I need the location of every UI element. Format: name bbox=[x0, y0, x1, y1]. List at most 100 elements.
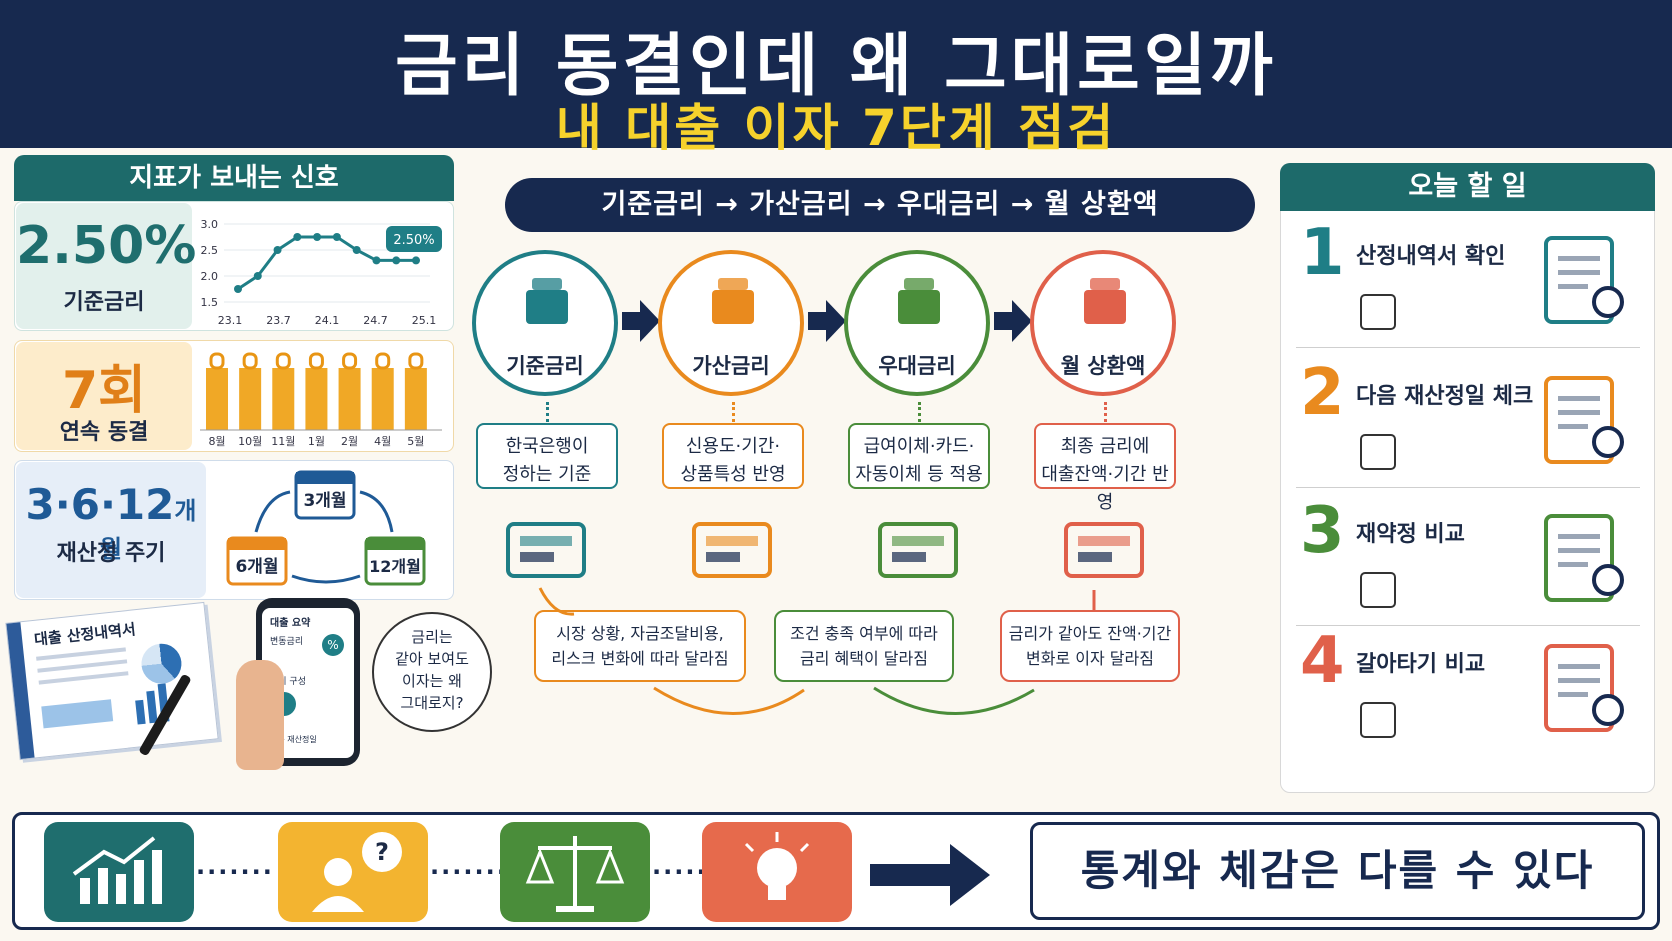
base-rate-value: 2.50% bbox=[16, 216, 197, 276]
speech-bubble bbox=[372, 612, 492, 732]
phone-row-2: 변동금리 bbox=[270, 637, 304, 647]
freeze-bar bbox=[404, 368, 427, 430]
cycle-card bbox=[16, 462, 206, 598]
award-badge-icon bbox=[896, 276, 942, 326]
base-rate-badge: 2.50% bbox=[393, 233, 434, 248]
todo-heading: 오늘 할 일 bbox=[1280, 163, 1655, 211]
freeze-month-label: 5월 bbox=[407, 435, 424, 448]
phone-row-1: 대출 요약 bbox=[270, 618, 311, 629]
lock-icon bbox=[375, 352, 391, 370]
flow-circle-label: 월 상환액 bbox=[1060, 354, 1146, 378]
todo-checkbox[interactable] bbox=[1360, 572, 1396, 608]
base-rate-point bbox=[392, 256, 401, 265]
base-rate-point bbox=[372, 256, 381, 265]
freeze-bar bbox=[272, 368, 295, 430]
todo-checkbox[interactable] bbox=[1360, 434, 1396, 470]
todo-number-1: 1 bbox=[1300, 216, 1345, 290]
cycle-arrow-1 bbox=[254, 490, 291, 533]
x-tick-label: 23.1 bbox=[218, 314, 243, 327]
flow-circle-3: 우대금리 bbox=[844, 250, 990, 396]
cal-12-label: 12개월 bbox=[369, 557, 421, 576]
flow-desc-line2: 자동이체 등 적용 bbox=[855, 464, 983, 485]
cycle-value: 3·6·12 bbox=[25, 480, 175, 529]
freeze-month-label: 10월 bbox=[238, 435, 262, 448]
cycle-label: 재산정 주기 bbox=[56, 541, 166, 566]
dots-1: ······· bbox=[196, 858, 274, 886]
cycle-diagram: 3개월 6개월 12개월 bbox=[226, 470, 426, 586]
todo-text: 다음 재산정일 체크 bbox=[1356, 384, 1534, 409]
cal-3-label: 3개월 bbox=[303, 491, 346, 511]
flow-note-line2: 변화로 이자 달라짐 bbox=[1026, 649, 1154, 668]
page-subtitle: 내 대출 이자 7단계 점검 bbox=[555, 99, 1117, 157]
flow-note-line1: 금리가 같아도 잔액·기간 bbox=[1008, 624, 1172, 643]
flow-desc-box: 급여이체·카드· 자동이체 등 적용 bbox=[848, 423, 990, 489]
flow-note-line1: 조건 충족 여부에 따라 bbox=[790, 624, 938, 643]
lightbulb-icon bbox=[744, 832, 810, 900]
flow-circle-label: 우대금리 bbox=[878, 354, 956, 378]
y-tick-label: 3.0 bbox=[201, 218, 219, 231]
base-rate-point bbox=[293, 233, 302, 241]
document-pie-icon bbox=[139, 641, 184, 686]
freeze-bar bbox=[371, 368, 394, 430]
freeze-bar bbox=[305, 368, 328, 430]
insight-tile bbox=[702, 822, 852, 922]
wallet-icon bbox=[1082, 276, 1128, 326]
flow-connector bbox=[732, 402, 735, 422]
bank-icon bbox=[524, 276, 570, 326]
hand-illustration bbox=[236, 660, 284, 770]
flow-circle-1: 기준금리 bbox=[472, 250, 618, 396]
base-rate-point bbox=[253, 272, 262, 280]
freeze-month-label: 8월 bbox=[208, 435, 225, 448]
card-refresh-check-icon bbox=[870, 510, 966, 582]
todo-divider bbox=[1296, 487, 1640, 488]
flow-circle-label: 기준금리 bbox=[506, 354, 584, 378]
todo-number-3: 3 bbox=[1300, 494, 1345, 568]
x-tick-label: 24.7 bbox=[363, 314, 388, 327]
todo-text: 갈아타기 비교 bbox=[1356, 652, 1486, 677]
flow-circle-2: 가산금리 bbox=[658, 250, 804, 396]
document-title: 대출 산정내역서 bbox=[33, 620, 137, 649]
flow-connector bbox=[918, 402, 921, 422]
freeze-month-label: 11월 bbox=[271, 435, 295, 448]
flow-desc-line1: 급여이체·카드· bbox=[863, 436, 975, 457]
todo-number-2: 2 bbox=[1300, 356, 1345, 430]
freeze-value: 7회 bbox=[61, 361, 147, 421]
flow-note-line2: 금리 혜택이 달라짐 bbox=[800, 649, 928, 668]
flow-desc-line2: 정하는 기준 bbox=[502, 464, 592, 485]
stats-tile bbox=[44, 822, 194, 922]
base-rate-card bbox=[16, 203, 192, 329]
flow-desc-line1: 신용도·기간· bbox=[685, 436, 781, 457]
calculator-coins-icon bbox=[1056, 510, 1152, 582]
calendar-6-icon bbox=[226, 536, 288, 586]
bank-switch-icon bbox=[1538, 636, 1634, 736]
freeze-bar bbox=[239, 368, 262, 430]
flow-desc-line2: 대출잔액·기간 반영 bbox=[1041, 464, 1169, 513]
x-tick-label: 24.1 bbox=[315, 314, 340, 327]
gauge-icon bbox=[684, 510, 780, 582]
flow-desc-line2: 상품특성 반영 bbox=[680, 464, 786, 485]
base-rate-line bbox=[237, 235, 416, 291]
flow-connector bbox=[546, 402, 549, 422]
flow-circle-4: 월 상환액 bbox=[1030, 250, 1176, 396]
flow-arrow-icon bbox=[622, 296, 660, 346]
calendar-12-icon bbox=[364, 536, 426, 586]
freeze-bar bbox=[206, 368, 228, 430]
calendar-clock-icon bbox=[1538, 368, 1634, 468]
flow-note-box: 시장 상황, 자금조달비용,리스크 변화에 따라 달라짐 bbox=[534, 610, 746, 682]
flow-note-line1: 시장 상황, 자금조달비용, bbox=[556, 624, 724, 643]
flow-arrow-icon bbox=[994, 296, 1032, 346]
y-tick-label: 2.0 bbox=[201, 270, 219, 283]
bank-building-icon bbox=[498, 510, 594, 582]
y-tick-label: 2.5 bbox=[201, 244, 219, 257]
base-rate-badge-bg bbox=[386, 226, 442, 252]
todo-text: 산정내역서 확인 bbox=[1356, 244, 1506, 269]
x-tick-label: 25.1 bbox=[412, 314, 437, 327]
lock-icon bbox=[408, 352, 424, 370]
todo-divider bbox=[1296, 625, 1640, 626]
person-question-icon: ? bbox=[312, 832, 402, 912]
todo-checkbox[interactable] bbox=[1360, 702, 1396, 738]
todo-checkbox[interactable] bbox=[1360, 294, 1396, 330]
cal-6-label: 6개월 bbox=[235, 557, 278, 577]
